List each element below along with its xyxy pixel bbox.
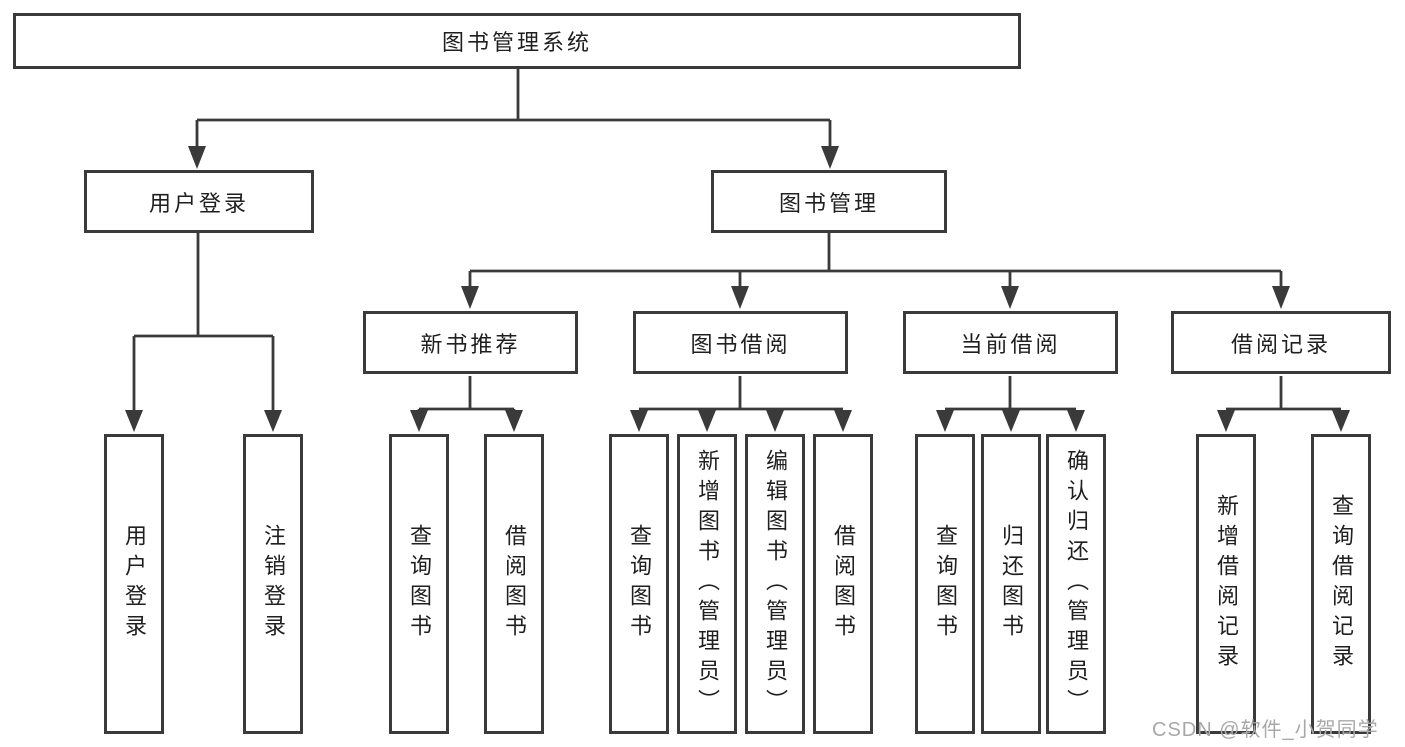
connector-arrowhead <box>188 146 206 169</box>
connector-arrowhead <box>1001 286 1019 309</box>
edge-book-borrow-children <box>630 376 852 432</box>
leaf-user-login-label: 用户登录 <box>122 524 147 644</box>
edge-borrow-records-children <box>1217 376 1350 432</box>
connector-arrowhead <box>264 410 282 432</box>
leaf-edit-books-admin: 编辑图书（管理员） <box>745 434 805 734</box>
leaf-query-books-borrow-label: 查询图书 <box>627 524 652 644</box>
connector-arrowhead <box>461 286 479 309</box>
connector-arrowhead <box>410 410 428 432</box>
leaf-borrow-books-label: 借阅图书 <box>831 524 856 644</box>
node-user-login-label: 用户登录 <box>148 190 249 216</box>
node-book-borrow: 图书借阅 <box>633 311 848 374</box>
leaf-edit-books-admin-label: 编辑图书（管理员） <box>763 449 788 719</box>
connector-arrowhead <box>1217 410 1235 432</box>
edge-user-login-children <box>125 232 282 432</box>
connector-arrowhead <box>125 410 143 432</box>
node-current-borrow-label: 当前借阅 <box>960 331 1061 357</box>
leaf-borrow-books-recommend-label: 借阅图书 <box>502 524 527 644</box>
leaf-logout-label: 注销登录 <box>261 524 286 644</box>
leaf-query-books-current: 查询图书 <box>915 434 975 734</box>
edge-new-book-recommend-children <box>410 376 523 432</box>
node-root-label: 图书管理系统 <box>441 30 592 55</box>
node-new-book-recommend-label: 新书推荐 <box>420 331 521 357</box>
node-book-management-label: 图书管理 <box>778 190 879 216</box>
leaf-add-books-admin: 新增图书（管理员） <box>677 434 737 734</box>
connector-arrowhead <box>1067 410 1085 432</box>
connector-arrowhead <box>1272 286 1290 309</box>
leaf-add-books-admin-label: 新增图书（管理员） <box>695 449 720 719</box>
node-new-book-recommend: 新书推荐 <box>363 311 578 374</box>
connector-arrowhead <box>834 410 852 432</box>
leaf-confirm-return-admin-label: 确认归还（管理员） <box>1064 449 1089 719</box>
leaf-logout: 注销登录 <box>243 434 303 734</box>
leaf-query-borrow-record: 查询借阅记录 <box>1311 434 1371 734</box>
node-borrow-records-label: 借阅记录 <box>1230 331 1331 357</box>
connector-arrowhead <box>821 146 839 169</box>
connector-arrowhead <box>698 410 716 432</box>
leaf-user-login: 用户登录 <box>104 434 164 734</box>
connector-arrowhead <box>630 410 648 432</box>
edge-current-borrow-children <box>936 376 1085 432</box>
leaf-query-books-current-label: 查询图书 <box>933 524 958 644</box>
connector-arrowhead <box>766 410 784 432</box>
edge-book-management-children <box>461 232 1290 309</box>
connector-arrowhead <box>1332 410 1350 432</box>
leaf-add-borrow-record: 新增借阅记录 <box>1196 434 1256 734</box>
node-book-management: 图书管理 <box>711 170 947 233</box>
leaf-add-borrow-record-label: 新增借阅记录 <box>1214 494 1239 674</box>
connector-arrowhead <box>1002 410 1020 432</box>
node-current-borrow: 当前借阅 <box>903 311 1118 374</box>
leaf-query-books-recommend: 查询图书 <box>389 434 449 734</box>
leaf-confirm-return-admin: 确认归还（管理员） <box>1046 434 1106 734</box>
leaf-borrow-books-recommend: 借阅图书 <box>484 434 544 734</box>
node-borrow-records: 借阅记录 <box>1171 311 1391 374</box>
leaf-return-books: 归还图书 <box>981 434 1041 734</box>
node-root: 图书管理系统 <box>13 13 1021 69</box>
leaf-borrow-books: 借阅图书 <box>813 434 873 734</box>
leaf-query-books-recommend-label: 查询图书 <box>407 524 432 644</box>
edge-root-to-level1 <box>188 68 839 169</box>
leaf-return-books-label: 归还图书 <box>999 524 1024 644</box>
csdn-watermark: CSDN @软件_小贺同学 <box>1152 719 1379 741</box>
connector-arrowhead <box>936 410 954 432</box>
leaf-query-books-borrow: 查询图书 <box>609 434 669 734</box>
connector-arrowhead <box>731 286 749 309</box>
node-user-login: 用户登录 <box>84 170 314 233</box>
leaf-query-borrow-record-label: 查询借阅记录 <box>1329 494 1354 674</box>
node-book-borrow-label: 图书借阅 <box>690 331 791 357</box>
connector-arrowhead <box>505 410 523 432</box>
